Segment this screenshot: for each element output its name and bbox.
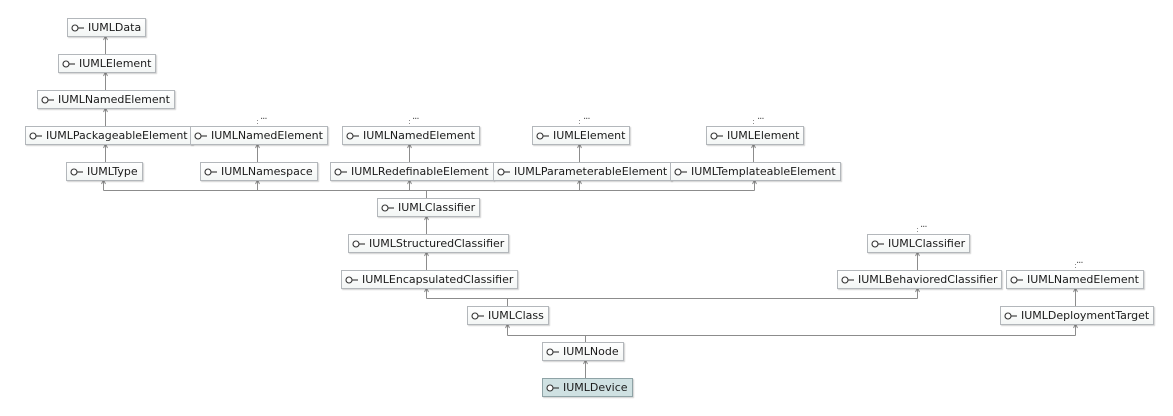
node-label: IUMLElement xyxy=(727,129,800,142)
node-label: IUMLData xyxy=(88,21,142,34)
node-label: IUMLPackageableElement xyxy=(46,129,188,142)
node-label: IUMLClassifier xyxy=(398,201,476,214)
interface-icon xyxy=(710,131,724,140)
node-label: IUMLNamedElement xyxy=(211,129,323,142)
interface-icon xyxy=(346,131,360,140)
node-label: IUMLElement xyxy=(79,57,152,70)
interface-icon xyxy=(841,275,855,284)
interface-icon xyxy=(546,383,560,392)
type-node[interactable]: IUMLClassifier xyxy=(377,198,481,217)
interface-icon xyxy=(334,167,348,176)
type-node[interactable]: IUMLStructuredClassifier xyxy=(348,234,510,253)
type-node[interactable]: IUMLEncapsulatedClassifier xyxy=(341,270,519,289)
node-label: IUMLNode xyxy=(563,345,619,358)
node-label: IUMLBehavioredClassifier xyxy=(858,273,998,286)
interface-icon xyxy=(871,239,885,248)
interface-icon xyxy=(381,203,395,212)
type-node[interactable]: IUMLNamedElement xyxy=(37,90,175,109)
type-node[interactable]: IUMLPackageableElement xyxy=(25,126,193,145)
node-label: IUMLNamedElement xyxy=(58,93,170,106)
type-node[interactable]: IUMLClassifier xyxy=(867,234,971,253)
node-label: IUMLNamedElement xyxy=(1027,273,1139,286)
type-node[interactable]: IUMLData xyxy=(67,18,147,37)
interface-icon xyxy=(352,239,366,248)
node-label: IUMLNamedElement xyxy=(363,129,475,142)
node-label: IUMLClass xyxy=(488,309,544,322)
interface-icon xyxy=(1010,275,1024,284)
type-node[interactable]: IUMLTemplateableElement xyxy=(670,162,841,181)
type-node[interactable]: IUMLElement xyxy=(532,126,631,145)
ellipsis-marker: ... xyxy=(583,111,590,122)
type-node[interactable]: IUMLNamedElement xyxy=(342,126,480,145)
ellipsis-marker: ... xyxy=(757,111,764,122)
selected-type-node[interactable]: IUMLDevice xyxy=(542,378,633,397)
node-label: IUMLStructuredClassifier xyxy=(369,237,505,250)
ellipsis-marker: ... xyxy=(260,111,267,122)
node-label: IUMLRedefinableElement xyxy=(351,165,489,178)
node-label: IUMLDeploymentTarget xyxy=(1021,309,1150,322)
node-label: IUMLParameterableElement xyxy=(514,165,668,178)
type-node[interactable]: IUMLNamedElement xyxy=(190,126,328,145)
interface-icon xyxy=(70,167,84,176)
node-label: IUMLNamespace xyxy=(221,165,313,178)
interface-icon xyxy=(41,95,55,104)
type-node[interactable]: IUMLParameterableElement xyxy=(493,162,673,181)
ellipsis-marker: ... xyxy=(412,111,419,122)
interface-icon xyxy=(62,59,76,68)
type-node[interactable]: IUMLDeploymentTarget xyxy=(1000,306,1155,325)
type-node[interactable]: IUMLElement xyxy=(58,54,157,73)
node-label: IUMLEncapsulatedClassifier xyxy=(362,273,514,286)
type-node[interactable]: IUMLNamedElement xyxy=(1006,270,1144,289)
node-label: IUMLDevice xyxy=(563,381,628,394)
type-node[interactable]: IUMLClass xyxy=(467,306,549,325)
type-node[interactable]: IUMLNode xyxy=(542,342,624,361)
interface-icon xyxy=(674,167,688,176)
type-node[interactable]: IUMLRedefinableElement xyxy=(330,162,494,181)
type-node[interactable]: IUMLType xyxy=(66,162,143,181)
node-label: IUMLType xyxy=(87,165,138,178)
interface-icon xyxy=(536,131,550,140)
interface-icon xyxy=(194,131,208,140)
interface-icon xyxy=(546,347,560,356)
node-label: IUMLClassifier xyxy=(888,237,966,250)
type-node[interactable]: IUMLElement xyxy=(706,126,805,145)
interface-icon xyxy=(345,275,359,284)
interface-icon xyxy=(471,311,485,320)
interface-icon xyxy=(29,131,43,140)
type-node[interactable]: IUMLNamespace xyxy=(200,162,318,181)
ellipsis-marker: ... xyxy=(1076,255,1083,266)
interface-icon xyxy=(71,23,85,32)
interface-icon xyxy=(1004,311,1018,320)
interface-icon xyxy=(497,167,511,176)
node-label: IUMLElement xyxy=(553,129,626,142)
ellipsis-marker: ... xyxy=(920,219,927,230)
type-node[interactable]: IUMLBehavioredClassifier xyxy=(837,270,1003,289)
node-label: IUMLTemplateableElement xyxy=(691,165,836,178)
interface-icon xyxy=(204,167,218,176)
